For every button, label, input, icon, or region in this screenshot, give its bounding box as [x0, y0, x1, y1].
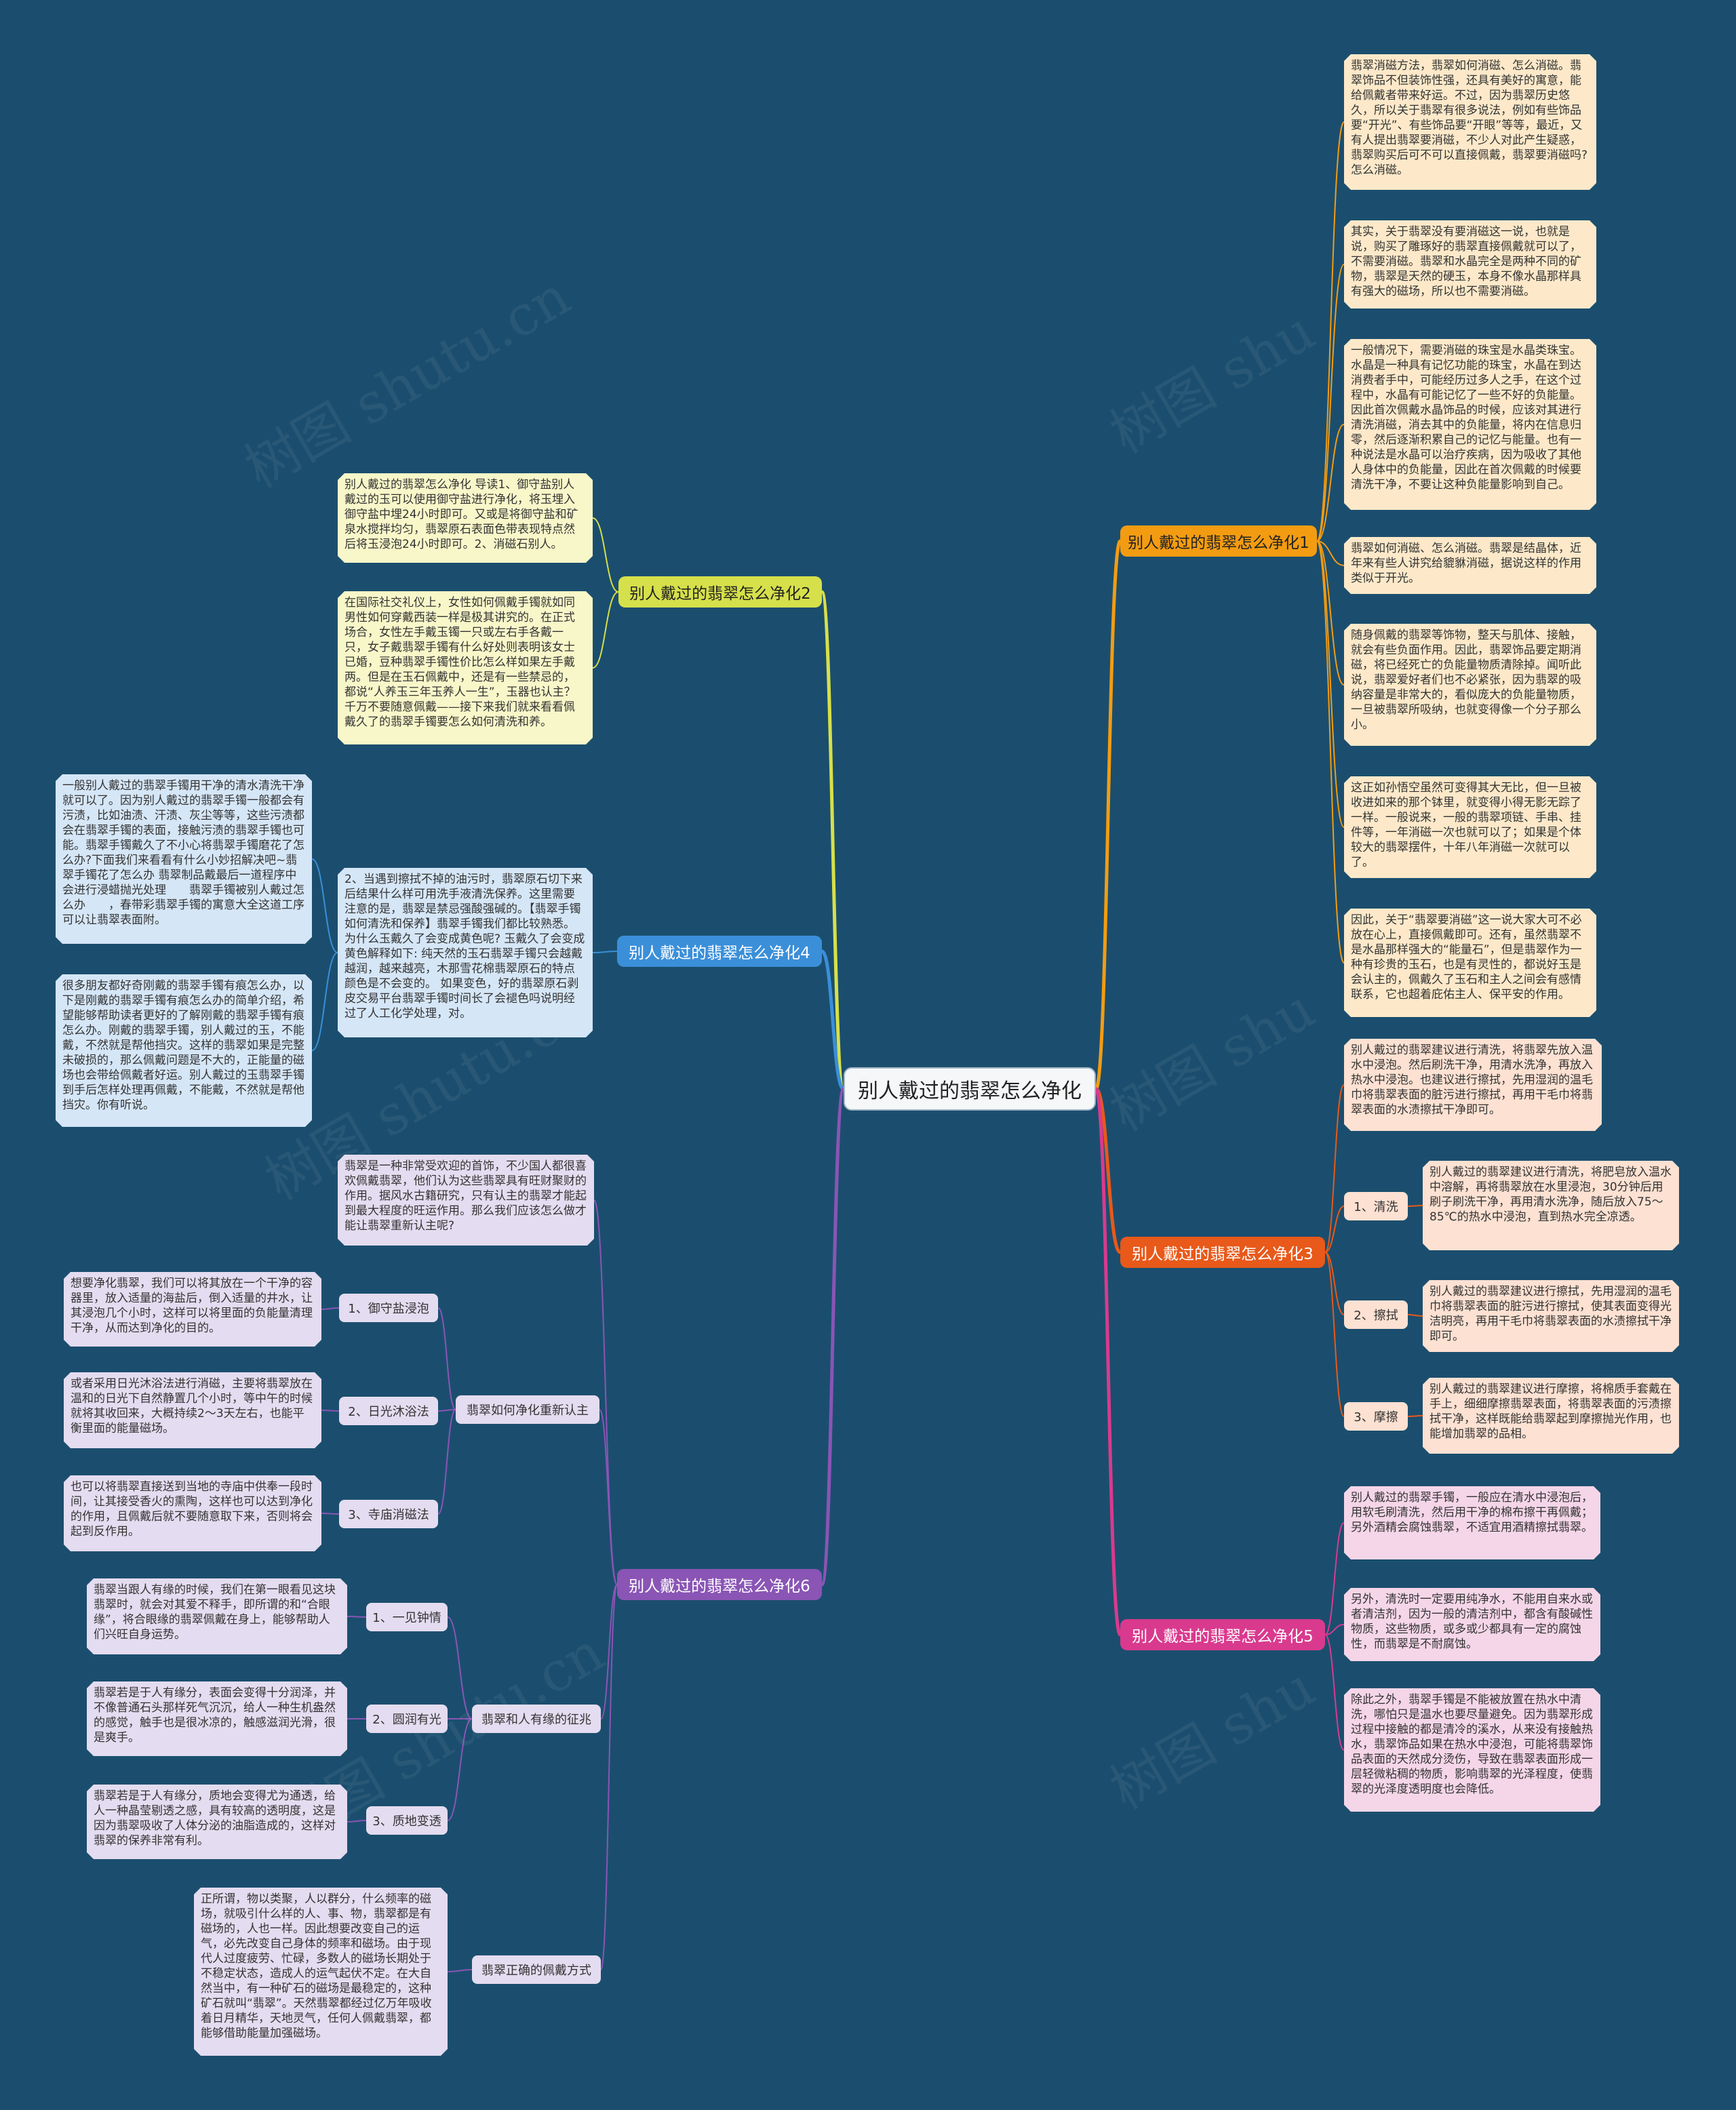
b3-sub-rub-text: 别人戴过的翡翠建议进行摩擦，将棉质手套戴在手上，细细摩擦翡翠表面，将翡翠表面的污… — [1423, 1378, 1679, 1454]
link-branch-6 — [820, 1087, 846, 1587]
b6-g1-sub-2-text: 或者采用日光沐浴法进行消磁，主要将翡翠放在温和的日光下自然静置几个小时，等中午的… — [64, 1372, 321, 1448]
b6-g1-sub-2[interactable]: 2、日光沐浴法 — [339, 1397, 438, 1425]
b1-leaf-5: 随身佩戴的翡翠等饰物，整天与肌体、接触，就会有些负面作用。因此，翡翠饰品要定期消… — [1344, 624, 1596, 746]
b6-group-3[interactable]: 翡翠正确的佩戴方式 — [472, 1955, 601, 1984]
link-b1-leaf-4 — [1316, 540, 1345, 566]
b1-leaf-2: 其实，关于翡翠没有要消磁这一说，也就是说，购买了雕琢好的翡翠直接佩戴就可以了，不… — [1344, 220, 1596, 308]
link-b3-sub-wipe — [1324, 1252, 1345, 1315]
link-branch-3 — [1094, 1087, 1122, 1254]
link-b1-leaf-6 — [1316, 540, 1345, 828]
link-b3-intro — [1324, 1084, 1345, 1253]
b6-group-2[interactable]: 翡翠和人有缘的征兆 — [472, 1705, 601, 1733]
b5-leaf-1: 别人戴过的翡翠手镯，一般应在清水中浸泡后，用软毛刷清洗，然后用干净的棉布擦干再佩… — [1344, 1486, 1600, 1559]
b1-leaf-6: 这正如孙悟空虽然可变得其大无比，但一旦被收进如来的那个钵里，就变得小得无影无踪了… — [1344, 776, 1596, 878]
b6-g1-sub-3-text: 也可以将翡翠直接送到当地的寺庙中供奉一段时间，让其接受香火的熏陶，这样也可以达到… — [64, 1475, 321, 1551]
link-b6-group-1 — [599, 1409, 618, 1585]
b1-leaf-4: 翡翠如何消磁、怎么消磁。翡翠是结晶体，近年来有些人讲究给貔貅消磁，据说这样的作用… — [1344, 537, 1596, 594]
link-b5-leaf-3 — [1324, 1634, 1345, 1751]
link-b2-leaf-1 — [592, 517, 619, 593]
link-branch-2 — [820, 590, 846, 1091]
b3-sub-wash-text: 别人戴过的翡翠建议进行清洗，将肥皂放入温水中溶解，再将翡翠放在水里浸泡，30分钟… — [1423, 1161, 1679, 1250]
b6-g2-sub-2-text: 翡翠若是于人有缘分，表面会变得十分润泽，并不像普通石头那样死气沉沉，给人一种生机… — [87, 1681, 347, 1756]
link-b1-leaf-2 — [1316, 264, 1345, 542]
b3-sub-wash[interactable]: 1、清洗 — [1344, 1192, 1408, 1220]
link-b6-g1-sub-3 — [437, 1409, 456, 1515]
b6-g1-sub-3[interactable]: 3、寺庙消磁法 — [339, 1500, 438, 1528]
link-b6-intro — [593, 1199, 618, 1585]
link-b6-g2-sub-1 — [447, 1616, 473, 1719]
link-b1-leaf-5 — [1316, 540, 1345, 685]
b4-leaf-2: 很多朋友都好奇刚戴的翡翠手镯有痕怎么办，以下是刚戴的翡翠手镯有痕怎么办的简单介绍… — [56, 974, 312, 1127]
b6-g1-sub-1-text: 想要净化翡翠，我们可以将其放在一个干净的容器里，放入适量的海盐后，倒入适量的井水… — [64, 1272, 321, 1347]
b6-g2-sub-3-text: 翡翠若是于人有缘分，质地会变得尤为通透，给人一种晶莹剔透之感，具有较高的透明度，… — [87, 1785, 347, 1859]
b6-g2-sub-2[interactable]: 2、圆润有光 — [366, 1705, 448, 1733]
link-b1-leaf-1 — [1316, 121, 1345, 542]
link-b6-group-3 — [600, 1584, 618, 1970]
branch-3[interactable]: 别人戴过的翡翠怎么净化3 — [1120, 1237, 1325, 1268]
link-b6-g1-sub-2 — [437, 1409, 456, 1412]
b2-leaf-2: 在国际社交礼仪上，女性如何佩戴手镯就如同男性如何穿戴西装一样是极其讲究的。在正式… — [338, 591, 593, 744]
link-branch-1 — [1094, 539, 1122, 1091]
b2-leaf-1: 别人戴过的翡翠怎么净化 导读1、御守盐别人戴过的玉可以使用御守盐进行净化，将玉埋… — [338, 473, 593, 563]
b6-g3-text: 正所谓，物以类聚，人以群分，什么频率的磁场，就吸引什么样的人、事、物，翡翠都是有… — [194, 1888, 448, 2056]
link-b6-group-2 — [600, 1584, 618, 1719]
link-b1-leaf-3 — [1316, 424, 1345, 542]
link-b4-leaf-1 — [311, 858, 338, 953]
link-b6-g1-sub-2-text — [321, 1410, 340, 1412]
b6-g2-sub-1[interactable]: 1、一见钟情 — [366, 1603, 448, 1631]
link-b6-g1-sub-1-text — [321, 1307, 340, 1310]
link-b2-leaf-2 — [592, 591, 619, 669]
branch-4[interactable]: 别人戴过的翡翠怎么净化4 — [617, 936, 822, 967]
b1-leaf-1: 翡翠消磁方法，翡翠如何消磁、怎么消磁。翡翠饰品不但装饰性强，还具有美好的寓意，能… — [1344, 54, 1596, 190]
b6-g2-sub-1-text: 翡翠当跟人有缘的时候，我们在第一眼看见这块翡翠时，就会对其爱不释手，即所谓的和“… — [87, 1578, 347, 1654]
link-b5-leaf-1 — [1324, 1522, 1345, 1635]
b5-leaf-2: 另外，清洗时一定要用纯净水，不能用自来水或者清洁剂，因为一般的清洁剂中，都含有酸… — [1344, 1588, 1600, 1661]
link-b3-sub-wipe-text — [1407, 1314, 1423, 1317]
branch-2[interactable]: 别人戴过的翡翠怎么净化2 — [618, 576, 822, 608]
b1-leaf-3: 一般情况下，需要消磁的珠宝是水晶类珠宝。水晶是一种具有记忆功能的珠宝，水晶在到达… — [1344, 339, 1596, 510]
b3-sub-wipe-text: 别人戴过的翡翠建议进行擦拭，先用湿润的温毛巾将翡翠表面的脏污进行擦拭，使其表面变… — [1423, 1280, 1679, 1352]
link-b6-g1-sub-3-text — [321, 1513, 340, 1515]
link-b6-g2-sub-3 — [447, 1718, 473, 1821]
b3-sub-wipe[interactable]: 2、擦拭 — [1344, 1300, 1408, 1329]
link-b6-g2-sub-3-text — [347, 1820, 367, 1823]
central-topic[interactable]: 别人戴过的翡翠怎么净化 — [844, 1067, 1096, 1111]
b6-group-1[interactable]: 翡翠如何净化重新认主 — [456, 1395, 599, 1424]
b1-leaf-7: 因此，关于“翡翠要消磁”这一说大家大可不必放在心上，直接佩戴即可。还有，虽然翡翠… — [1344, 909, 1596, 1017]
b5-leaf-3: 除此之外，翡翠手镯是不能被放置在热水中清洗，哪怕只是温水也要尽量避免。因为翡翠形… — [1344, 1688, 1600, 1812]
link-b4-main — [592, 951, 618, 953]
b6-g2-sub-3[interactable]: 3、质地变透 — [366, 1806, 448, 1835]
branch-5[interactable]: 别人戴过的翡翠怎么净化5 — [1120, 1619, 1325, 1650]
link-b5-leaf-2 — [1324, 1624, 1345, 1635]
b6-g1-sub-1[interactable]: 1、御守盐浸泡 — [339, 1294, 438, 1322]
link-branch-4 — [820, 949, 846, 1091]
link-b6-g1-sub-1 — [437, 1307, 456, 1410]
link-b6-g2-sub-1-text — [347, 1616, 367, 1618]
b4-leaf-1: 一般别人戴过的翡翠手镯用干净的清水清洗干净就可以了。因为别人戴过的翡翠手镯一般都… — [56, 774, 312, 944]
b4-main: 2、当遇到擦拭不掉的油污时，翡翠原石切下来后结果什么样可用洗手液清洗保养。这里需… — [338, 868, 593, 1037]
link-b3-sub-rub — [1324, 1252, 1345, 1417]
b3-sub-rub[interactable]: 3、摩擦 — [1344, 1402, 1408, 1431]
branch-1[interactable]: 别人戴过的翡翠怎么净化1 — [1120, 525, 1317, 557]
link-b4-leaf-2 — [311, 952, 338, 1052]
b6-intro: 翡翠是一种非常受欢迎的首饰，不少国人都很喜欢佩戴翡翠，他们认为这些翡翠具有旺财聚… — [338, 1155, 594, 1246]
link-b1-leaf-7 — [1316, 540, 1345, 963]
link-b6-g3-text — [447, 1969, 473, 1972]
link-branch-5 — [1094, 1087, 1122, 1637]
link-b3-sub-wash — [1324, 1206, 1345, 1253]
b3-intro: 别人戴过的翡翠建议进行清洗，将翡翠先放入温水中浸泡。然后刷洗干净，用清水洗净，再… — [1344, 1039, 1602, 1131]
branch-6[interactable]: 别人戴过的翡翠怎么净化6 — [617, 1569, 822, 1600]
